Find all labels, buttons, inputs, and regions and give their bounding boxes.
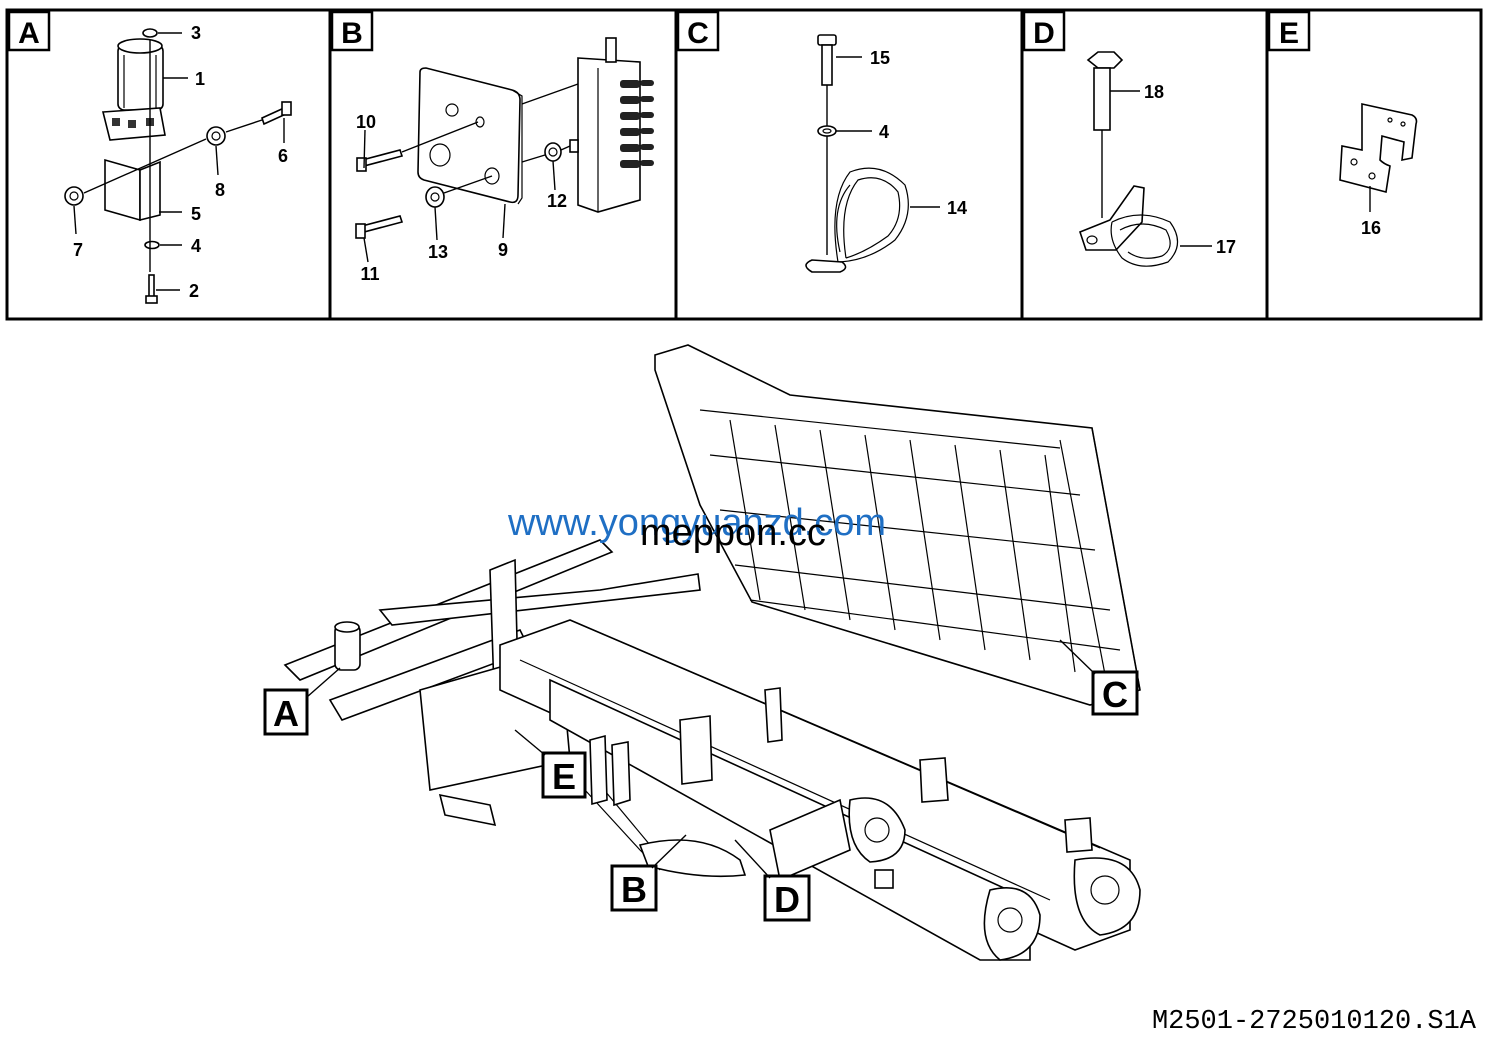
part-label-4c: 4 <box>879 122 889 142</box>
part-label-16: 16 <box>1361 218 1381 238</box>
panel-c-letter: C <box>676 10 720 52</box>
part-label-12: 12 <box>547 191 567 211</box>
panel-a-labels: 3 1 6 8 5 4 7 2 <box>73 23 288 301</box>
part-label-7: 7 <box>73 240 83 260</box>
detail-panels <box>5 8 1483 321</box>
callout-a: A <box>263 667 341 736</box>
panel-c-labels: 15 4 14 <box>870 48 967 218</box>
callout-b: B <box>610 834 687 912</box>
panel-b-labels: 10 12 11 13 9 <box>356 112 567 284</box>
main-rails <box>499 619 1141 961</box>
watermark-meppon: meppon.cc <box>640 512 826 554</box>
panel-b-drawing <box>355 37 654 263</box>
svg-text:B: B <box>621 869 647 910</box>
main-assembly-drawing <box>283 344 1141 961</box>
part-label-5: 5 <box>191 204 201 224</box>
callout-c: C <box>1059 639 1139 716</box>
panel-b-letter: B <box>330 10 374 52</box>
part-label-10: 10 <box>356 112 376 132</box>
svg-text:A: A <box>273 693 299 734</box>
svg-text:C: C <box>687 17 709 50</box>
part-label-15: 15 <box>870 48 890 68</box>
callout-e: E <box>514 729 587 799</box>
panel-e-labels: 16 <box>1361 218 1381 238</box>
part-label-9: 9 <box>498 240 508 260</box>
watermark-url: www.yongyuanzd.com <box>507 502 886 544</box>
panel-a-letter: A <box>7 10 51 52</box>
part-label-14: 14 <box>947 198 967 218</box>
drawing-code: M2501-2725010120.S1A <box>1152 1007 1477 1037</box>
svg-text:E: E <box>552 756 576 797</box>
part-label-17: 17 <box>1216 237 1236 257</box>
part-label-8: 8 <box>215 180 225 200</box>
svg-text:E: E <box>1279 17 1299 50</box>
panel-e-letter: E <box>1267 10 1311 52</box>
panel-c-drawing <box>805 34 940 273</box>
part-label-11: 11 <box>360 264 379 284</box>
panel-d-letter: D <box>1022 10 1066 52</box>
dump-body <box>654 344 1141 706</box>
part-label-3: 3 <box>191 23 201 43</box>
part-label-2: 2 <box>189 281 199 301</box>
svg-text:B: B <box>341 17 363 50</box>
svg-text:D: D <box>774 879 800 920</box>
svg-text:C: C <box>1102 674 1128 715</box>
panel-e-drawing <box>1339 103 1418 212</box>
part-label-18: 18 <box>1144 82 1164 102</box>
part-label-13: 13 <box>428 242 448 262</box>
svg-text:A: A <box>18 17 40 50</box>
panel-d-drawing <box>1079 51 1212 267</box>
callout-d: D <box>734 839 811 922</box>
panel-d-labels: 18 17 <box>1144 82 1236 257</box>
part-label-4: 4 <box>191 236 201 256</box>
part-label-1: 1 <box>195 69 205 89</box>
part-label-6: 6 <box>278 146 288 166</box>
panel-a-drawing <box>64 28 292 304</box>
svg-text:D: D <box>1033 17 1055 50</box>
